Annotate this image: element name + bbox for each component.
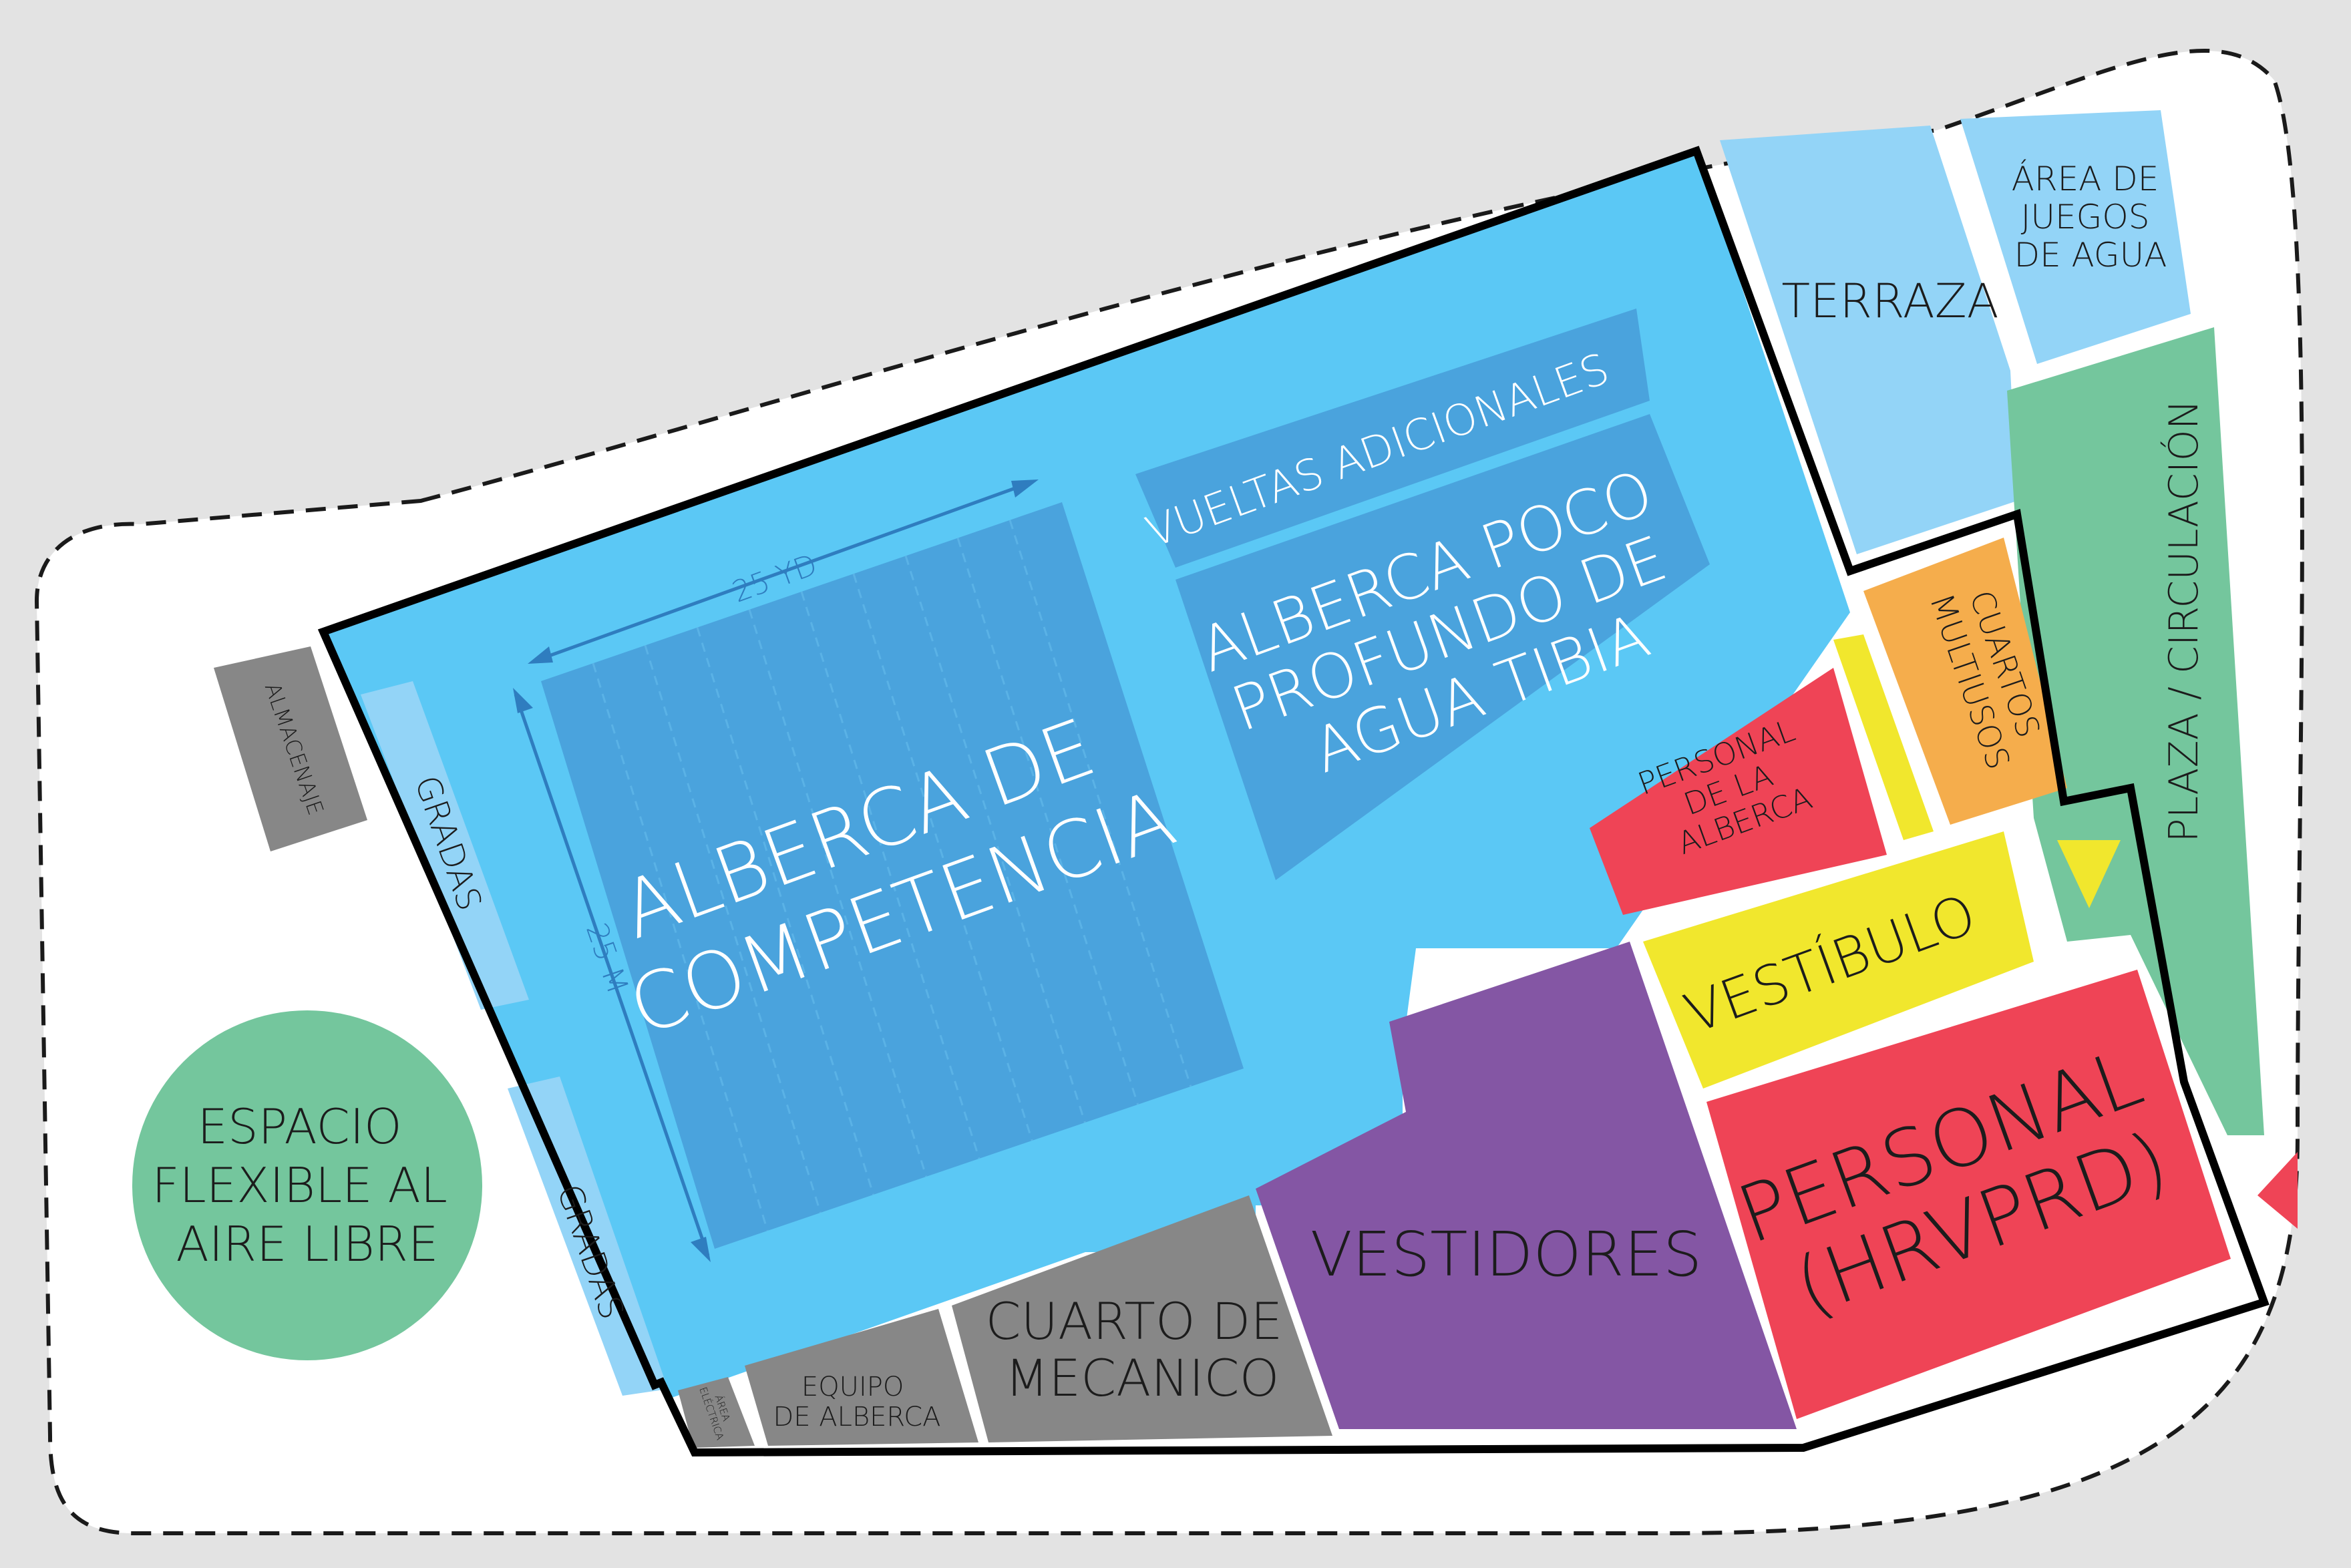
pool-lane-line xyxy=(852,573,1033,1141)
width-arrow-head-left xyxy=(528,646,553,664)
mechanical-label-line-2: MECANICO xyxy=(1005,1348,1280,1408)
pool-staff-room xyxy=(1590,668,1887,915)
pool-lane-line xyxy=(1009,520,1192,1087)
locker-rooms-label: VESTIDORES xyxy=(1310,1219,1702,1290)
storage-room xyxy=(214,646,367,851)
shallow-pool xyxy=(1176,414,1710,880)
mechanical-label-line-1: CUARTO DE xyxy=(985,1292,1282,1351)
pool-lane-line xyxy=(748,609,928,1177)
extra-laps-pool xyxy=(1135,309,1650,568)
plaza-circulation xyxy=(2007,327,2264,1135)
electrical-area xyxy=(678,1377,755,1448)
length-arrow-head-top xyxy=(513,688,533,713)
pool-lane-line xyxy=(644,644,822,1213)
locker-rooms xyxy=(1256,942,1797,1429)
dimension-arrows xyxy=(513,479,1039,1262)
outdoor-flex-label: ESPACIO FLEXIBLE AL AIRE LIBRE xyxy=(152,1099,462,1272)
terrace-label: TERRAZA xyxy=(1781,274,1998,329)
width-dimension-line xyxy=(534,480,1033,663)
length-arrow-head-bottom xyxy=(691,1237,711,1262)
length-dimension-line xyxy=(514,694,710,1256)
outdoor-flex-label-line-3: AIRE LIBRE xyxy=(176,1216,439,1272)
plaza-label: PLAZA / CIRCULACIÓN xyxy=(2160,399,2207,842)
pool-equipment-label-line-2: DE ALBERCA xyxy=(773,1402,941,1432)
building-outline xyxy=(317,146,2270,1457)
pool-lane-line xyxy=(696,627,875,1195)
terrace xyxy=(1720,126,2017,554)
pool-lane-line xyxy=(800,591,980,1159)
pool-lane-line xyxy=(904,555,1086,1123)
stands-upper xyxy=(361,681,529,1010)
pool-lane-line xyxy=(592,662,769,1231)
water-play-label-line-2: JUEGOS xyxy=(2021,198,2150,236)
pool-lane-lines xyxy=(592,520,1192,1231)
staff-hrvprd xyxy=(1706,970,2231,1419)
water-play-label-line-3: DE AGUA xyxy=(2014,236,2167,274)
mechanical-room xyxy=(952,1195,1332,1442)
pool-equipment-label-line-1: EQUIPO xyxy=(801,1372,904,1402)
lobby-corridor xyxy=(1833,634,1934,840)
staff-entrance-marker-triangle xyxy=(2257,1152,2298,1229)
competition-pool xyxy=(541,502,1244,1249)
water-play-label-line-1: ÁREA DE xyxy=(2012,159,2159,198)
pool-equipment-room xyxy=(745,1309,978,1446)
width-arrow-head-right xyxy=(1011,479,1039,498)
mechanical-label: CUARTO DE MECANICO xyxy=(985,1292,1298,1408)
outdoor-flex-space xyxy=(132,1010,482,1360)
entrance-marker-triangle xyxy=(2057,840,2121,908)
pool-equipment-label: EQUIPO DE ALBERCA xyxy=(773,1372,941,1432)
lobby xyxy=(1643,831,2034,1089)
water-play-area xyxy=(1960,110,2191,364)
outdoor-flex-label-line-2: FLEXIBLE AL xyxy=(152,1157,447,1213)
multipurpose-rooms xyxy=(1863,538,2067,825)
pool-lane-line xyxy=(956,538,1139,1105)
outdoor-flex-label-line-1: ESPACIO xyxy=(197,1099,401,1155)
water-play-label: ÁREA DE JUEGOS DE AGUA xyxy=(2012,159,2170,274)
